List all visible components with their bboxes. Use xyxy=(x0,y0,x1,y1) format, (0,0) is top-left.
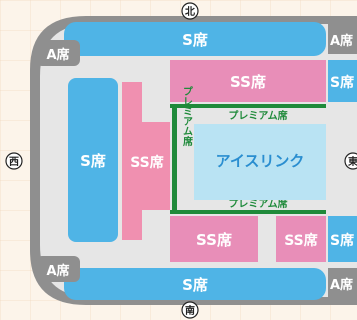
premium-seat-left[interactable]: プレミアム席 xyxy=(172,85,193,210)
svg-text:SS席: SS席 xyxy=(196,231,232,249)
svg-text:プレミアム席: プレミアム席 xyxy=(228,197,287,210)
svg-text:S席: S席 xyxy=(182,31,208,49)
svg-text:北: 北 xyxy=(185,5,195,18)
svg-text:プレミアム席: プレミアム席 xyxy=(181,85,193,147)
svg-text:A席: A席 xyxy=(330,33,353,49)
a-seat-southwest[interactable]: A席 xyxy=(36,256,80,282)
premium-seat-top[interactable]: プレミアム席 xyxy=(170,104,326,122)
s-seat-east-bottom[interactable]: S席 xyxy=(328,216,357,262)
s-seat-south[interactable]: S席 xyxy=(64,268,326,300)
compass-north: 北 xyxy=(181,2,199,20)
s-seat-west[interactable]: S席 xyxy=(68,78,118,242)
svg-text:西: 西 xyxy=(9,156,19,168)
premium-seat-bottom[interactable]: プレミアム席 xyxy=(170,197,326,214)
svg-text:S席: S席 xyxy=(330,232,354,249)
ss-seat-south-left[interactable]: SS席 xyxy=(170,216,258,262)
compass-south: 南 xyxy=(181,301,199,319)
svg-text:プレミアム席: プレミアム席 xyxy=(228,109,287,122)
svg-text:東: 東 xyxy=(348,155,357,168)
compass-west: 西 xyxy=(5,152,23,170)
svg-text:SS席: SS席 xyxy=(284,232,318,249)
svg-text:S席: S席 xyxy=(182,276,208,294)
a-seat-northwest[interactable]: A席 xyxy=(36,40,80,66)
svg-text:アイスリンク: アイスリンク xyxy=(216,152,305,170)
svg-text:SS席: SS席 xyxy=(230,73,266,91)
ss-seat-west[interactable]: SS席 xyxy=(122,82,170,240)
s-seat-north[interactable]: S席 xyxy=(64,22,326,56)
svg-text:SS席: SS席 xyxy=(130,154,164,171)
svg-text:A席: A席 xyxy=(46,263,69,279)
svg-text:S席: S席 xyxy=(80,152,106,170)
ice-rink: アイスリンク xyxy=(194,124,326,200)
svg-text:S席: S席 xyxy=(330,74,354,91)
ss-seat-north[interactable]: SS席 xyxy=(170,60,326,102)
compass-east: 東 xyxy=(344,152,357,170)
svg-text:A席: A席 xyxy=(330,277,353,293)
svg-text:A席: A席 xyxy=(46,47,69,63)
a-seat-northeast[interactable]: A席 xyxy=(328,24,357,54)
s-seat-east-top[interactable]: S席 xyxy=(328,60,357,102)
ss-seat-south-right[interactable]: SS席 xyxy=(276,216,326,262)
a-seat-southeast[interactable]: A席 xyxy=(328,268,357,298)
svg-text:南: 南 xyxy=(185,304,195,317)
